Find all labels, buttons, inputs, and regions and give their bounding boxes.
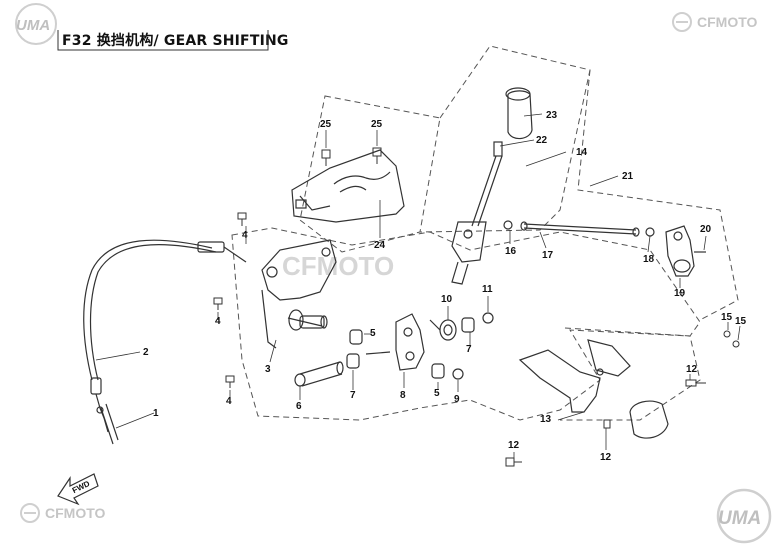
callout-label: 11 (482, 284, 493, 295)
callout-label: 25 (371, 119, 383, 130)
bushing-icon (346, 312, 494, 380)
callout-label: 16 (505, 246, 517, 257)
cfmoto-logo-bottom-left-icon: CFMOTO (20, 503, 106, 523)
callout-label: 12 (600, 452, 612, 463)
callout-label: 2 (143, 347, 149, 358)
callout-label: 12 (686, 364, 698, 375)
shift-housing-cover-icon (291, 149, 405, 223)
shift-arm-icon (665, 225, 706, 277)
fwd-arrow-icon: FWD (57, 473, 99, 506)
callout-label: 18 (643, 254, 655, 265)
callout-label: 25 (320, 119, 332, 130)
callout-label: 19 (674, 288, 686, 299)
leader-lines (95, 113, 741, 458)
callout-label: 12 (508, 440, 520, 451)
callout-label: 23 (546, 110, 558, 121)
callout-label: 24 (374, 240, 386, 251)
callout-label: 13 (540, 414, 552, 425)
callout-label: 7 (466, 344, 472, 355)
callout-label: 6 (296, 401, 302, 412)
logo-top-right-text: CFMOTO (697, 14, 758, 30)
callout-label: 10 (441, 294, 453, 305)
callout-label: 1 (153, 408, 159, 419)
logo-bottom-right-text: UMA (718, 508, 761, 529)
spring-icon (429, 319, 457, 341)
callout-label: 14 (576, 147, 588, 158)
callout-label: 4 (242, 230, 248, 241)
callout-label: 15 (735, 316, 747, 327)
callout-label: 8 (400, 390, 406, 401)
callout-label: 4 (226, 396, 232, 407)
callout-label: 5 (434, 388, 440, 399)
logo-top-left-text: UMA (16, 17, 50, 34)
bolt-4-icon (213, 212, 247, 388)
assembly-outlines (231, 45, 739, 421)
callout-label: 15 (721, 312, 733, 323)
callout-label: 17 (542, 250, 554, 261)
callout-labels: 1 2 3 4 4 4 5 5 6 7 7 8 9 10 11 12 12 12… (143, 110, 747, 463)
fwd-label: FWD (71, 479, 92, 495)
logo-bottom-left-text: CFMOTO (45, 505, 106, 521)
callout-label: 7 (350, 390, 356, 401)
shift-rod-icon (503, 220, 655, 237)
callout-label: 20 (700, 224, 712, 235)
shift-cable-icon (83, 239, 247, 445)
page-title: F32 换挡机构/ GEAR SHIFTING (62, 33, 289, 49)
mount-bracket-icon (518, 339, 669, 439)
callout-label: 5 (370, 328, 376, 339)
callout-label: 9 (454, 394, 460, 405)
shift-bracket-icon (261, 239, 337, 349)
pin-6-icon (294, 361, 344, 387)
shift-lever-icon (451, 87, 533, 285)
bolt-25-icon (321, 147, 382, 166)
uma-logo-bottom-right-icon: UMA (716, 488, 772, 544)
cfmoto-logo-top-right-icon: CFMOTO (672, 12, 758, 32)
watermark-text: CFMOTO (282, 251, 394, 281)
callout-label: 4 (215, 316, 221, 327)
bolt-12-icon (505, 330, 740, 467)
callout-label: 21 (622, 171, 634, 182)
uma-logo-top-left-icon: UMA (15, 3, 57, 45)
callout-label: 22 (536, 135, 548, 146)
callout-label: 3 (265, 364, 271, 375)
shift-plate-icon (365, 313, 425, 371)
